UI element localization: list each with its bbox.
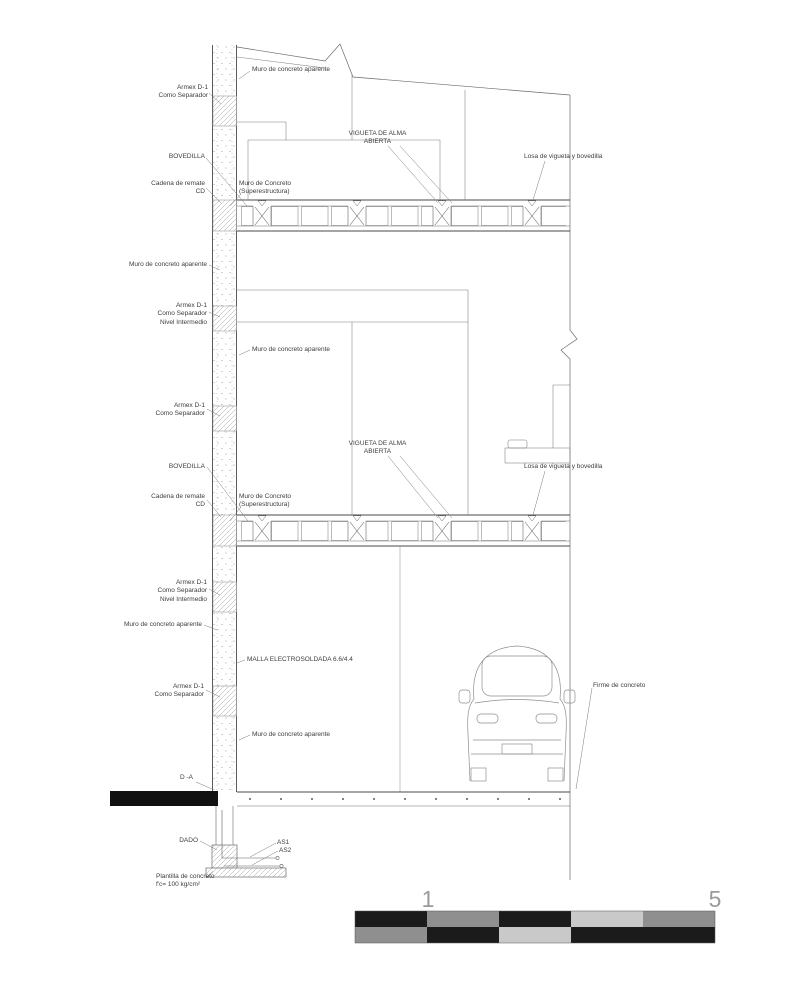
label-armex-low-intermedio: Armex D-1 Como Separador Nivel Intermedi…	[157, 579, 208, 603]
label-muro-aparente-mid-right: Muro de concreto aparente	[252, 346, 331, 353]
firme-dots	[249, 798, 561, 800]
car-plate	[501, 743, 533, 755]
label-bovedilla-upper: BOVEDILLA	[168, 153, 205, 160]
wall	[212, 45, 237, 792]
leader-lines	[195, 70, 593, 879]
interior-upper	[237, 74, 466, 200]
label-as1: AS1	[277, 839, 290, 846]
scale-bar	[354, 910, 716, 944]
label-muro-aparente-mid-left: Muro de concreto aparente	[128, 261, 207, 268]
label-detail-marker: D -A	[180, 774, 193, 781]
wall-hatch-blocks	[212, 95, 237, 717]
right-break-line	[560, 95, 578, 880]
car-wheel-left	[470, 767, 487, 782]
label-muro-super-lower: Muro de Concreto (Superestructura)	[239, 493, 292, 509]
label-cadena-upper: Cadena de remate CD	[151, 180, 205, 196]
label-malla: MALLA ELECTROSOLDADA 6.6/4.4	[247, 656, 353, 663]
vigueta-marks-lower	[252, 515, 542, 542]
label-vigueta-lower: VIGUETA DE ALMA ABIERTA	[348, 440, 407, 456]
footing	[205, 806, 287, 878]
scale-number-1: 1	[421, 886, 435, 912]
car-headlight-right	[535, 713, 558, 724]
label-dado: DADO	[179, 837, 198, 844]
label-armex-mid2: Armex D-1 Como Separador	[155, 402, 206, 418]
car-mirror-left	[458, 689, 471, 704]
slab-upper	[237, 199, 570, 232]
label-losa-upper: Losa de vigueta y bovedilla	[524, 153, 603, 160]
car-windshield	[481, 655, 553, 697]
label-armex-top: Armex D-1 Como Separador	[158, 84, 209, 100]
interior-middle	[237, 289, 571, 515]
label-firme: Firme de concreto	[593, 682, 646, 689]
label-losa-lower: Losa de vigueta y bovedilla	[524, 463, 603, 470]
ground	[110, 791, 570, 807]
plantilla	[205, 867, 287, 878]
car-wheel-right	[547, 767, 564, 782]
label-armex-low2: Armex D-1 Como Separador	[154, 683, 205, 699]
bed	[504, 384, 571, 464]
label-muro-aparente-top: Muro de concreto aparente	[252, 66, 331, 73]
label-vigueta-upper: VIGUETA DE ALMA ABIERTA	[348, 130, 407, 146]
label-cadena-lower: Cadena de remate CD	[151, 493, 205, 509]
label-muro-aparente-low-right: Muro de concreto aparente	[252, 731, 331, 738]
label-muro-aparente-low-left: Muro de concreto aparente	[123, 621, 202, 628]
label-muro-super-upper: Muro de Concreto (Superestructura)	[239, 180, 292, 196]
label-as2: AS2	[279, 847, 292, 854]
top-break-line	[236, 43, 571, 96]
slab-lower	[237, 514, 570, 547]
car	[458, 645, 576, 782]
car-mirror-right	[563, 689, 576, 704]
label-bovedilla-lower: BOVEDILLA	[168, 463, 205, 470]
car-headlight-left	[476, 713, 499, 724]
ground-cut-bar	[110, 791, 218, 806]
label-plantilla: Plantilla de concreto f'c= 100 kg/cm²	[156, 873, 215, 889]
dado	[211, 844, 238, 869]
scale-number-5: 5	[708, 886, 722, 912]
rebar	[221, 810, 284, 868]
label-armex-mid-intermedio: Armex D-1 Como Separador Nivel Intermedi…	[157, 302, 208, 326]
car-hood-line	[474, 699, 560, 704]
vigueta-marks-upper	[252, 200, 542, 227]
